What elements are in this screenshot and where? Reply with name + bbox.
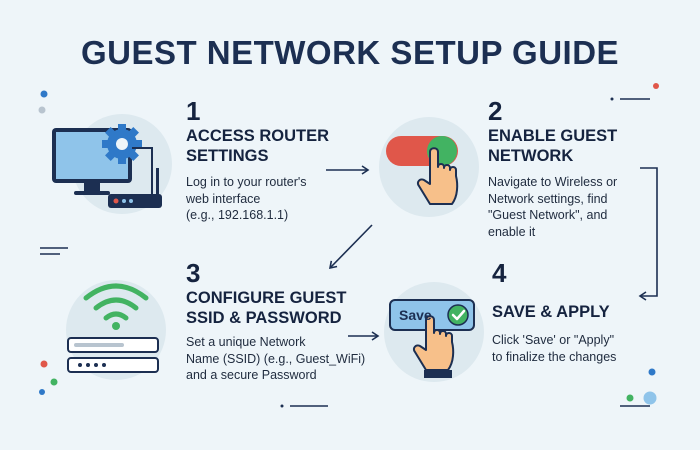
password-field-icon [67, 357, 159, 373]
save-button-label: Save [399, 307, 432, 323]
arrow-step2-to-step3 [328, 224, 373, 270]
step-3-number: 3 [186, 258, 201, 288]
decor-lines [40, 98, 650, 407]
wifi-icon [83, 283, 149, 321]
hand-pointer-icon [412, 315, 455, 378]
step-1-number: 1 [186, 96, 201, 126]
arrow-step2-to-step4 [638, 167, 658, 301]
form-field-icon [67, 337, 159, 353]
step-1-illustration [52, 114, 172, 214]
step-3-illustration [66, 280, 166, 380]
decor-dots [38, 83, 659, 405]
gear-icon [102, 124, 142, 164]
step-4-description: Click 'Save' or "Apply"to finalize the c… [492, 333, 617, 364]
step-4-illustration: Save [384, 280, 494, 385]
check-icon [447, 304, 469, 326]
router-icon [108, 147, 162, 208]
step-4-number: 4 [492, 258, 507, 288]
step-4-heading: SAVE & APPLY [492, 303, 610, 321]
page-title: GUEST NETWORK SETUP GUIDE [80, 34, 620, 71]
hand-pointer-icon [416, 147, 459, 205]
step-2-illustration [379, 117, 479, 217]
step-2-number: 2 [488, 96, 503, 126]
